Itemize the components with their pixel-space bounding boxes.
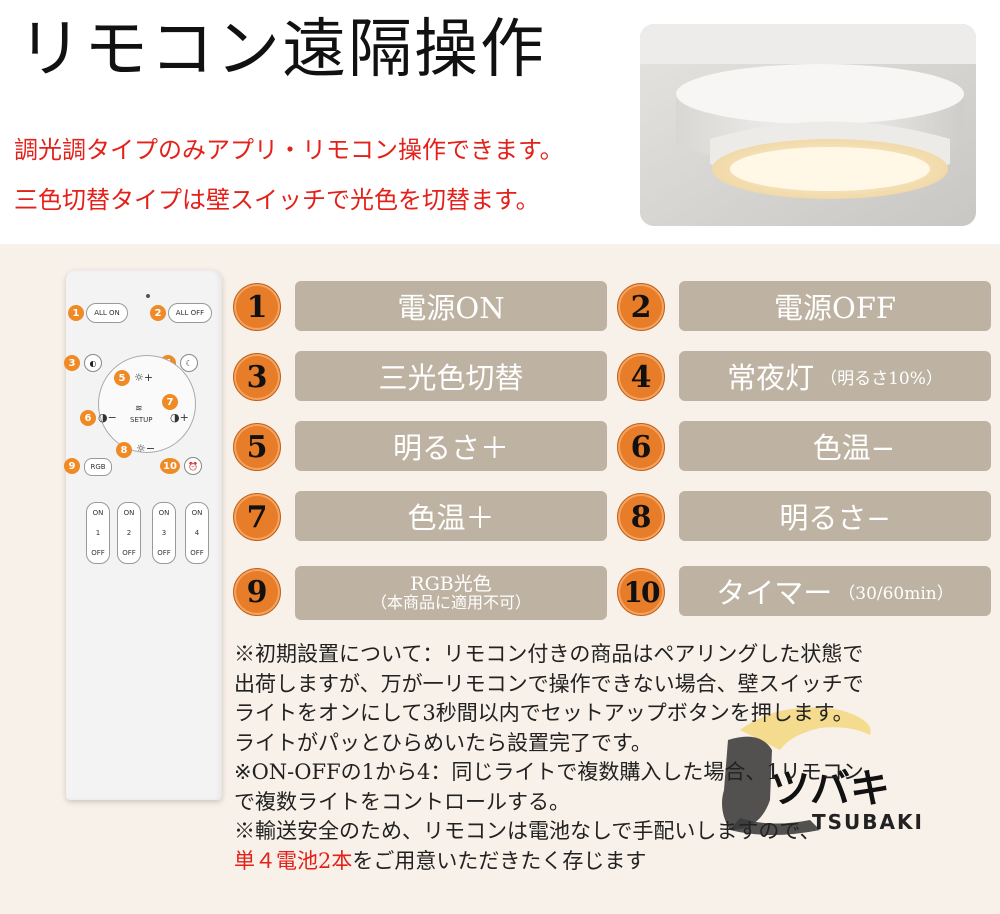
instruction-line: で複数ライトをコントロールする。 (234, 789, 570, 814)
function-subtext: （本商品に適用不可） (370, 592, 531, 612)
color-switch-button[interactable]: ◐ (84, 354, 102, 372)
function-label-rgb: RGB光色 （本商品に適用不可） (295, 566, 607, 620)
note-dimming-only: 調光調タイプのみアプリ・リモコン操作できます。 (14, 136, 564, 164)
night-light-button[interactable]: ☾ (180, 354, 198, 372)
function-text: 色温＋ (407, 501, 495, 535)
group-3-switch[interactable]: ON 3 OFF (152, 502, 176, 564)
function-text: RGB光色 (410, 572, 492, 595)
function-number-4: 4 (617, 353, 665, 401)
instruction-line: ※輸送安全のため、リモコンは電池なしで手配いしますので、 (234, 819, 821, 843)
function-label-color-switch: 三光色切替 (295, 351, 607, 401)
group-1-switch[interactable]: ON 1 OFF (86, 502, 110, 564)
function-number-9: 9 (233, 568, 281, 616)
wifi-icon: ≋ (135, 404, 143, 414)
function-number-1: 1 (233, 283, 281, 331)
group-off-label: OFF (91, 549, 105, 557)
group-number: 3 (161, 529, 167, 537)
group-number: 2 (126, 529, 132, 537)
group-4-switch[interactable]: ON 4 OFF (185, 502, 209, 564)
function-label-power-off: 電源OFF (679, 281, 991, 331)
function-label-power-on: 電源ON (295, 281, 607, 331)
note-three-color: 三色切替タイプは壁スイッチで光色を切替ます。 (14, 186, 540, 214)
logo-text-en: TSUBAKI (812, 810, 924, 834)
color-temp-down-button[interactable]: ◑− (98, 411, 117, 424)
logo-text-jp: ツバキ (770, 766, 890, 812)
group-off-label: OFF (190, 549, 204, 557)
brightness-down-button[interactable]: ☼− (136, 442, 156, 455)
battery-note: 単４電池2本 (234, 848, 353, 873)
function-subtext: （明るさ10%） (820, 368, 943, 389)
function-subtext: （30/60min） (838, 583, 954, 604)
setup-instructions: ※初期設置について：リモコン付きの商品はペアリングした状態で 出荷しますが、万が… (234, 640, 994, 876)
function-number-8: 8 (617, 493, 665, 541)
product-photo (640, 24, 976, 226)
group-on-label: ON (158, 509, 170, 517)
remote-badge-6: 6 (80, 410, 96, 426)
control-ring (98, 355, 196, 453)
function-text: 常夜灯 (727, 361, 815, 395)
function-label-color-temp-down: 色温− (679, 421, 991, 471)
function-label-brightness-down: 明るさ− (679, 491, 991, 541)
tsubaki-logo (700, 690, 980, 840)
instruction-line: 単４電池2本をご用意いただきたく存じます (234, 847, 994, 877)
page-title: リモコン遠隔操作 (18, 13, 546, 87)
battery-note-rest: をご用意いただきたく存じます (352, 848, 647, 873)
indicator-led (146, 294, 150, 298)
remote-badge-7: 7 (162, 394, 178, 410)
remote-badge-1: 1 (68, 305, 84, 321)
rgb-button[interactable]: RGB (84, 458, 112, 476)
function-text: 電源OFF (773, 291, 897, 325)
group-number: 4 (194, 529, 200, 537)
function-label-timer: タイマー （30/60min） (679, 566, 991, 616)
setup-button[interactable]: SETUP (130, 416, 153, 424)
remote-badge-8: 8 (116, 442, 132, 458)
function-text: 三光色切替 (378, 361, 524, 395)
group-off-label: OFF (122, 549, 136, 557)
function-number-5: 5 (233, 423, 281, 471)
group-off-label: OFF (157, 549, 171, 557)
remote-badge-9: 9 (64, 458, 80, 474)
function-text: 電源ON (397, 291, 505, 325)
function-number-10: 10 (617, 568, 665, 616)
group-on-label: ON (92, 509, 104, 517)
color-temp-up-button[interactable]: ◑+ (170, 411, 189, 424)
function-label-brightness-up: 明るさ＋ (295, 421, 607, 471)
remote-badge-2: 2 (150, 305, 166, 321)
function-text: タイマー (716, 576, 833, 610)
function-text: 色温− (812, 431, 895, 465)
instruction-line: ライトをオンにして3秒間以内でセットアップボタンを押します。 (234, 701, 854, 725)
function-number-2: 2 (617, 283, 665, 331)
all-on-button[interactable]: ALL ON (86, 303, 128, 323)
group-on-label: ON (191, 509, 203, 517)
instruction-line: ※初期設置について：リモコン付きの商品はペアリングした状態で (234, 642, 864, 666)
function-number-3: 3 (233, 353, 281, 401)
instruction-line: ※ON-OFFの1から4：同じライトで複数購入した場合、1リモコン (234, 760, 864, 784)
group-on-label: ON (123, 509, 135, 517)
function-label-night-light: 常夜灯 （明るさ10%） (679, 351, 991, 401)
brightness-up-button[interactable]: ☼+ (134, 371, 154, 384)
timer-clock-icon[interactable]: ⏰ (184, 457, 202, 475)
function-text: 明るさ＋ (392, 431, 509, 465)
group-2-switch[interactable]: ON 2 OFF (117, 502, 141, 564)
remote-badge-10: 10 (160, 458, 180, 474)
instruction-line: ライトがパッとひらめいたら設置完了です。 (234, 730, 652, 755)
function-number-6: 6 (617, 423, 665, 471)
all-off-button[interactable]: ALL OFF (168, 303, 212, 323)
function-number-7: 7 (233, 493, 281, 541)
function-label-color-temp-up: 色温＋ (295, 491, 607, 541)
remote-control: 1 ALL ON 2 ALL OFF 3 ◐ 4 ☾ 5 ☼+ 7 ◑+ 6 ◑… (64, 270, 222, 800)
group-number: 1 (95, 529, 101, 537)
function-text: 明るさ− (779, 501, 891, 535)
remote-badge-5: 5 (114, 370, 130, 386)
instruction-line: 出荷しますが、万が一リモコンで操作できない場合、壁スイッチで (234, 671, 864, 696)
remote-badge-3: 3 (64, 355, 80, 371)
